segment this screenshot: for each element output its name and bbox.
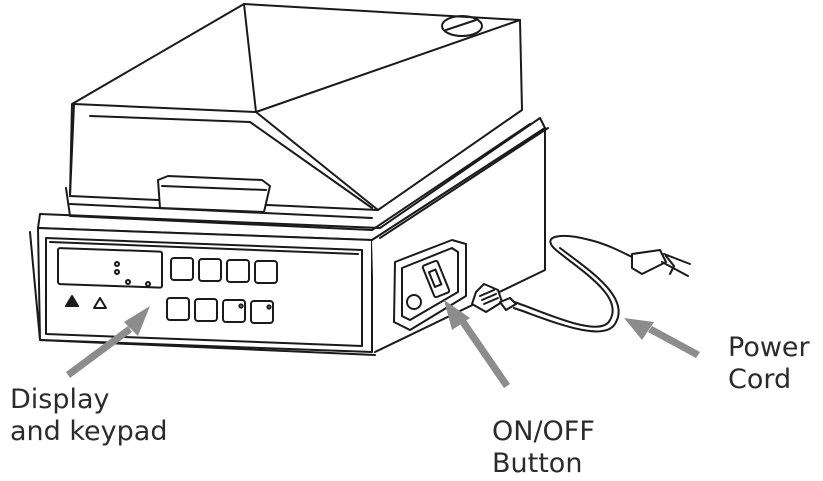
on-off-switch: [421, 259, 451, 299]
indicator-dots: [114, 261, 151, 287]
arrow-display: [66, 306, 150, 378]
display-keypad-label-line1: Display: [10, 384, 110, 415]
keypad-bottom-row: [166, 297, 274, 324]
arrow-on-off: [444, 300, 510, 388]
power-module: [393, 239, 467, 331]
arrow-power-cord: [624, 318, 700, 358]
lid: [65, 3, 531, 231]
control-panel: [45, 237, 363, 347]
keypad-top-row: [170, 257, 278, 284]
warning-icons: [65, 295, 107, 309]
fuse-holder: [406, 294, 422, 310]
power-cord-label-line2: Cord: [728, 364, 792, 395]
on-off-label-line1: ON/OFF: [492, 416, 595, 447]
power-cord: [471, 234, 691, 333]
power-cord-label-line1: Power: [728, 332, 810, 363]
display-keypad-label: Display and keypad: [10, 384, 167, 448]
on-off-label-line2: Button: [492, 448, 583, 479]
power-cord-label: Power Cord: [728, 332, 810, 396]
on-off-button-label: ON/OFF Button: [492, 416, 595, 480]
display-window: [57, 247, 163, 289]
display-keypad-label-line2: and keypad: [10, 416, 168, 447]
